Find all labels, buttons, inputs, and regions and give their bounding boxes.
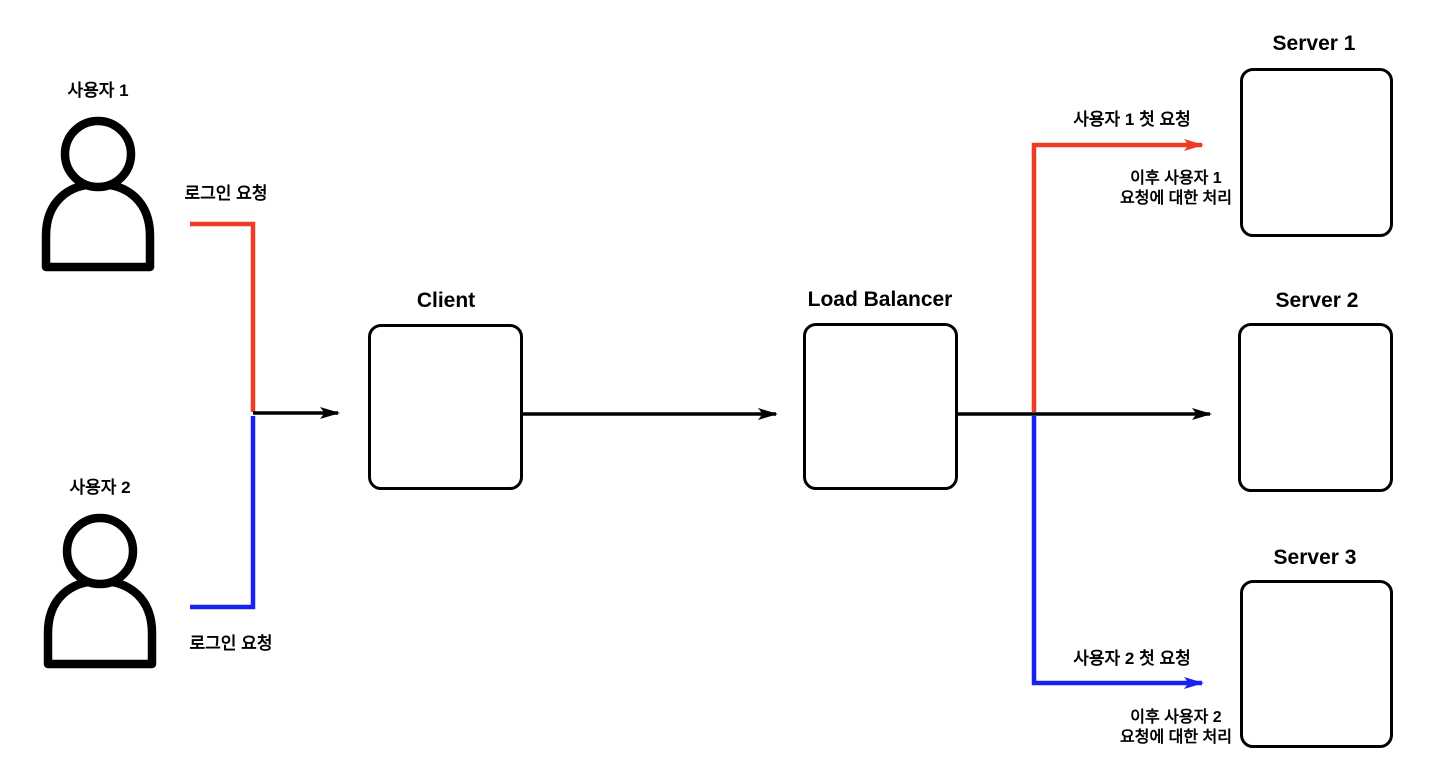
server3-followup-label: 이후 사용자 2 요청에 대한 처리 [1120, 708, 1232, 748]
server1-node [1240, 68, 1393, 237]
load-balancer-node [803, 323, 958, 490]
user2-login-request-label: 로그인 요청 [189, 634, 273, 653]
user1-to-server1-arrow [1031, 139, 1204, 412]
client-title: Client [416, 289, 476, 312]
user2-label: 사용자 2 [69, 478, 131, 497]
user2-login-request-line [190, 416, 256, 610]
server3-first-request-label: 사용자 2 첫 요청 [1073, 649, 1191, 668]
server1-followup-line1: 이후 사용자 1 [1130, 170, 1222, 187]
server1-followup-label: 이후 사용자 1 요청에 대한 처리 [1120, 169, 1232, 209]
user1-login-request-line [190, 221, 256, 412]
user2-to-server3-arrow [1031, 416, 1204, 689]
user1-icon [46, 121, 150, 267]
server2-node [1238, 323, 1393, 492]
user1-label: 사용자 1 [67, 81, 129, 100]
client-node [368, 324, 523, 490]
load-balancer-title: Load Balancer [807, 288, 953, 311]
server1-title: Server 1 [1272, 32, 1356, 55]
user1-login-request-label: 로그인 요청 [184, 184, 268, 203]
server3-followup-line1: 이후 사용자 2 [1130, 709, 1222, 726]
user2-icon [48, 518, 152, 664]
server3-node [1240, 580, 1393, 748]
server1-followup-line2: 요청에 대한 처리 [1120, 190, 1232, 207]
server1-first-request-label: 사용자 1 첫 요청 [1073, 110, 1191, 129]
server3-title: Server 3 [1273, 546, 1357, 569]
server2-title: Server 2 [1275, 289, 1359, 312]
server3-followup-line2: 요청에 대한 처리 [1120, 729, 1232, 746]
